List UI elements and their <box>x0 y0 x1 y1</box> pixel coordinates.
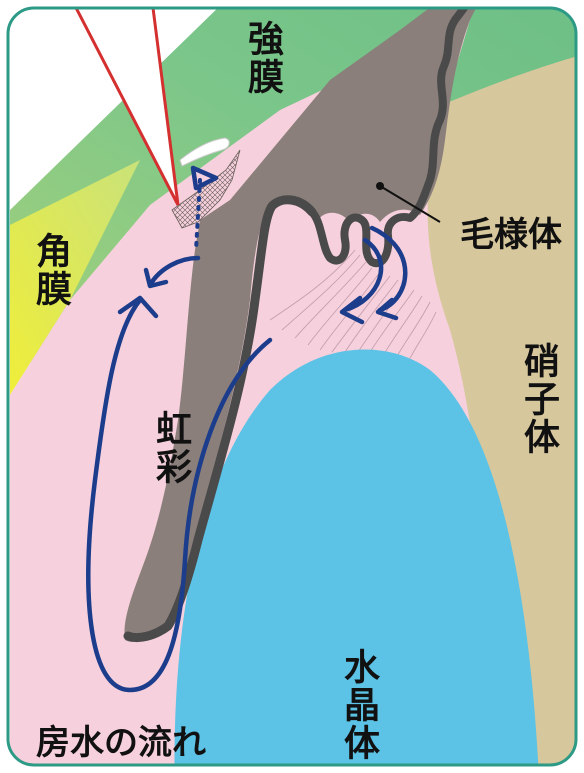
label-sclera: 強膜 <box>244 20 280 96</box>
label-ciliary-body: 毛様体 <box>460 218 562 252</box>
diagram-title: 房水の流れ <box>36 726 206 760</box>
ciliary-body-leader-dot <box>376 182 384 190</box>
label-iris: 虹彩 <box>152 410 188 486</box>
label-lens: 水晶体 <box>340 648 376 762</box>
label-vitreous-body: 硝子体 <box>520 342 556 456</box>
label-cornea: 角膜 <box>32 232 68 308</box>
